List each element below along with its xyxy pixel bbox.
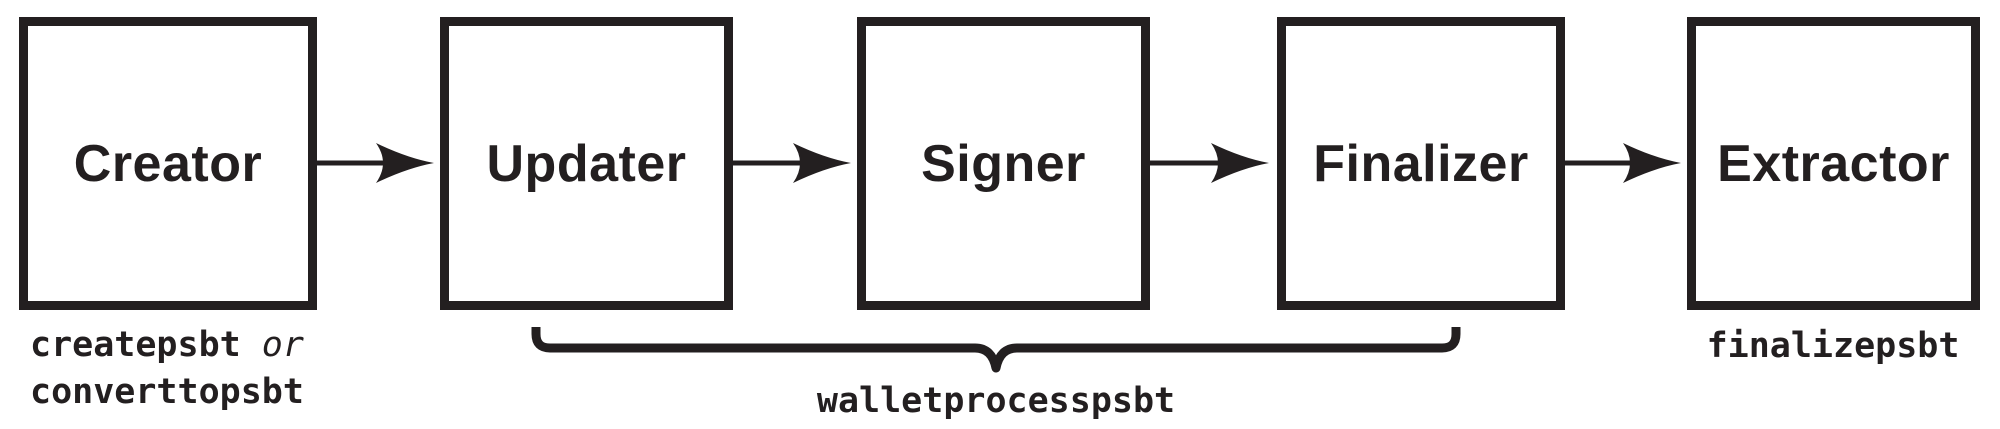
stage-box-creator: Creator [19,17,317,310]
group-brace-icon [531,327,1461,373]
stage-box-finalizer: Finalizer [1277,17,1565,310]
stage-label-updater: Updater [486,134,687,193]
stage-label-finalizer: Finalizer [1313,134,1529,193]
creator-rpc-createpsbt: createpsbt [30,325,241,365]
stage-box-signer: Signer [857,17,1150,310]
stage-box-extractor: Extractor [1687,17,1980,310]
caption-creator-rpcs: createpsbt or converttopsbt [30,322,304,416]
creator-conjunction: or [261,325,304,365]
stage-label-extractor: Extractor [1717,134,1950,193]
caption-finalizepsbt: finalizepsbt [1706,326,1960,366]
caption-walletprocesspsbt: walletprocesspsbt [816,381,1176,421]
arrow-right-icon [730,143,851,183]
stage-label-signer: Signer [921,134,1086,193]
stage-box-updater: Updater [440,17,733,310]
arrow-right-icon [1560,143,1681,183]
stage-label-creator: Creator [73,134,263,193]
arrow-right-icon [1148,143,1269,183]
creator-rpc-converttopsbt: converttopsbt [30,372,304,412]
caption-creator-line-1: createpsbt or [30,322,304,369]
caption-creator-line-2: converttopsbt [30,369,304,416]
arrow-right-icon [313,143,434,183]
